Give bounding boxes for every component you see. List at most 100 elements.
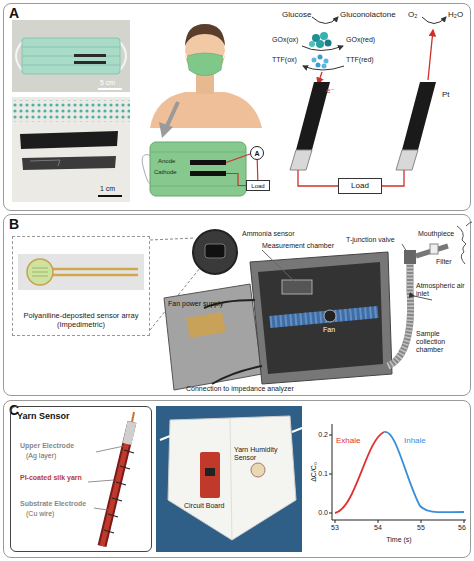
n95-mask-photo [251,463,265,477]
electrode-photo [12,97,130,202]
tick-label: 0.2 [318,431,328,439]
chemical-label: GOx(red) [346,36,375,44]
breath-tube [404,250,416,264]
reaction-scheme [325,40,332,47]
tick-label: 55 [417,524,425,532]
reaction-scheme [324,59,329,64]
mask-illustration [142,142,250,196]
node-text: B [9,216,19,232]
device-photo [164,284,262,390]
mask-photo [22,47,120,65]
electrode-photo [12,100,130,122]
part-label: (Ag layer) [26,452,56,460]
chemical-label: TTF(red) [346,56,374,64]
yarn-illustration [127,422,132,444]
mask-photo [98,88,122,90]
part-label: (Cu wire) [26,510,54,518]
mask-illustration [190,171,226,176]
tick-label: 53 [331,524,339,532]
device-photo [205,244,225,258]
breath-tube [430,244,438,254]
electrode-label: Pt [442,90,450,99]
part-label: Ammonia sensor [242,230,295,238]
reaction-scheme [316,63,321,68]
person-illustration [184,50,226,58]
sensor-array [32,268,48,276]
chemical-label: Glucose [282,10,311,19]
node-text: Load [251,183,264,189]
device-photo [204,300,255,308]
person-illustration [187,53,223,76]
chemical-label: O₂ [408,10,417,19]
n95-mask-photo [205,468,215,476]
mask-photo [74,61,106,64]
part-label: Sample collection chamber [416,330,470,354]
series-label: Exhale [336,436,360,445]
part-label: T-junction valve [346,236,395,244]
part-label: Atmospheric air inlet [416,282,470,298]
mask-illustration [150,152,246,186]
electrode-photo [30,160,60,166]
load-box: Load [246,180,270,191]
mask-photo [120,42,126,70]
part-label: PI-coated silk yarn [20,474,82,482]
node-text: Load [351,182,369,190]
n95-mask-photo [156,406,302,552]
yarn-inset: Yarn Sensor [10,406,152,552]
part-label: Measurement chamber [262,242,334,250]
device-photo [193,230,237,274]
reaction-scheme [318,55,323,60]
node-text: Polyaniline-deposited sensor array (Impe… [17,311,145,329]
mask-illustration [226,174,246,186]
sensor-array [18,254,144,290]
electrode-photo [98,195,122,197]
axis-label: Time (s) [386,536,411,544]
part-label: Upper Electrode [20,442,74,450]
mask-photo [12,20,130,92]
series-label: Inhale [404,436,426,445]
reaction-scheme [316,40,324,48]
chemical-label: GOx(ox) [272,36,298,44]
chemical-label: Gluconolactone [340,10,396,19]
device-photo [324,310,336,322]
tick-label: 56 [458,524,466,532]
chemical-label: TTF(ox) [272,56,297,64]
node-text: A [9,5,19,21]
node-text: A [254,150,259,157]
electrode-photo [12,97,130,202]
device-photo [282,280,312,294]
n95-mask-photo [230,418,232,540]
tick-label: 0.0 [318,509,328,517]
ammeter-symbol: A [250,146,264,160]
tick-label: 54 [374,524,382,532]
electrode-photo [22,156,116,170]
node-text: Yarn Sensor [17,411,70,421]
sensor-array [53,269,138,275]
mask-photo [74,54,106,57]
sensor-array [18,254,144,290]
part-label: Connection to impedance analyzer [186,385,294,393]
n95-mask-photo [156,406,302,552]
n95-mask-photo [160,428,302,440]
sensor-inset: Polyaniline-deposited sensor array (Impe… [12,236,150,336]
mask-illustration [190,160,226,165]
device-photo [250,252,392,384]
mask-photo [16,42,22,70]
mask-illustration [226,154,250,163]
mask-illustration [150,142,246,196]
n95-mask-photo [168,416,296,540]
device-photo [258,262,383,374]
axis-label: ΔC/C₀ [310,462,318,482]
reaction-scheme [312,58,317,63]
n95-mask-photo [200,452,220,498]
mask-photo [12,20,130,92]
reaction-scheme [309,41,315,47]
reaction-scheme [320,32,328,40]
part-label: Substrate Electrode [20,500,86,508]
sensor-array [27,259,53,285]
reaction-scheme [322,64,327,69]
chemical-label: H₂O [448,10,463,19]
